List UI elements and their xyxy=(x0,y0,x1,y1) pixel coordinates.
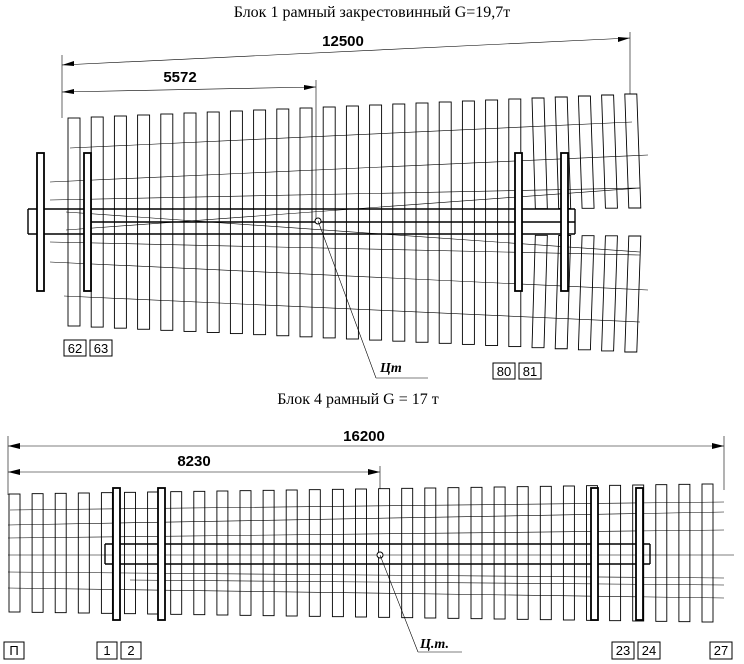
tie xyxy=(678,483,691,623)
tie xyxy=(239,490,252,616)
tie xyxy=(67,117,81,327)
tie xyxy=(262,489,275,617)
tie xyxy=(401,487,414,619)
tie xyxy=(624,93,642,209)
tag-1: 1 xyxy=(103,643,110,658)
tag-81: 81 xyxy=(523,364,537,379)
block-1-title: Блок 1 рамный закрестовинный G=19,7т xyxy=(234,4,511,21)
tie xyxy=(31,493,44,613)
block-1: Блок 1 рамный закрестовинный G=19,7т 125… xyxy=(27,4,649,380)
block-4-dimension-total: 16200 xyxy=(7,428,725,495)
tie xyxy=(609,484,622,622)
block-4-frame xyxy=(104,487,651,621)
tie xyxy=(493,486,506,620)
tie xyxy=(531,97,548,210)
tie xyxy=(100,492,113,614)
tie xyxy=(447,487,460,619)
block-1-dimension-total: 12500 xyxy=(61,32,631,118)
tie xyxy=(577,235,595,351)
tie xyxy=(77,492,90,614)
block-4: Блок 4 рамный G = 17 т 16200 8230 xyxy=(3,391,734,660)
tag-2: 2 xyxy=(127,643,134,658)
tie xyxy=(539,485,552,621)
tag-27: 27 xyxy=(714,643,728,658)
tie xyxy=(562,485,575,621)
tie xyxy=(54,492,67,614)
block-1-ties xyxy=(67,93,642,353)
block-1-dimension-cg: 5572 xyxy=(61,69,317,222)
tie xyxy=(516,486,529,620)
block-4-rails xyxy=(7,501,734,599)
tie xyxy=(216,490,229,616)
block-4-total-length: 16200 xyxy=(343,428,385,445)
tie xyxy=(624,235,642,353)
block-4-center-of-gravity: Ц.т. xyxy=(376,551,462,653)
block-4-cg-distance: 8230 xyxy=(177,453,210,470)
tie xyxy=(124,491,136,615)
tie xyxy=(170,491,183,615)
tag-63: 63 xyxy=(94,341,108,356)
tie xyxy=(308,489,321,617)
tag-24: 24 xyxy=(642,643,656,658)
tie xyxy=(485,99,499,346)
block-1-total-length: 12500 xyxy=(322,33,364,50)
block-1-rails xyxy=(49,121,649,323)
block-1-cg-distance: 5572 xyxy=(163,69,196,86)
block-1-tags: 62 63 80 81 xyxy=(63,339,542,380)
tie xyxy=(601,94,618,209)
tie xyxy=(461,100,475,345)
block-4-ties xyxy=(8,483,714,623)
tie xyxy=(655,484,668,622)
block-4-cg-label: Ц.т. xyxy=(419,637,449,652)
tag-80: 80 xyxy=(497,364,511,379)
tag-P: П xyxy=(9,643,18,658)
tie xyxy=(701,483,714,623)
tie xyxy=(531,234,548,349)
tie xyxy=(147,491,160,615)
tie xyxy=(193,490,206,616)
tag-62: 62 xyxy=(68,341,82,356)
tie xyxy=(331,488,344,618)
tie xyxy=(424,487,437,619)
tie xyxy=(355,488,367,618)
block-1-frame xyxy=(27,152,576,292)
block-1-cg-label: Цт xyxy=(379,361,402,376)
tag-23: 23 xyxy=(616,643,630,658)
tie xyxy=(285,489,298,617)
tie xyxy=(8,493,21,613)
block-1-center-of-gravity: Цт xyxy=(314,217,428,379)
tie xyxy=(470,486,483,620)
block-4-title: Блок 4 рамный G = 17 т xyxy=(277,391,438,408)
block-4-tags: П 1 2 23 24 27 xyxy=(3,641,733,660)
tie xyxy=(601,235,618,352)
